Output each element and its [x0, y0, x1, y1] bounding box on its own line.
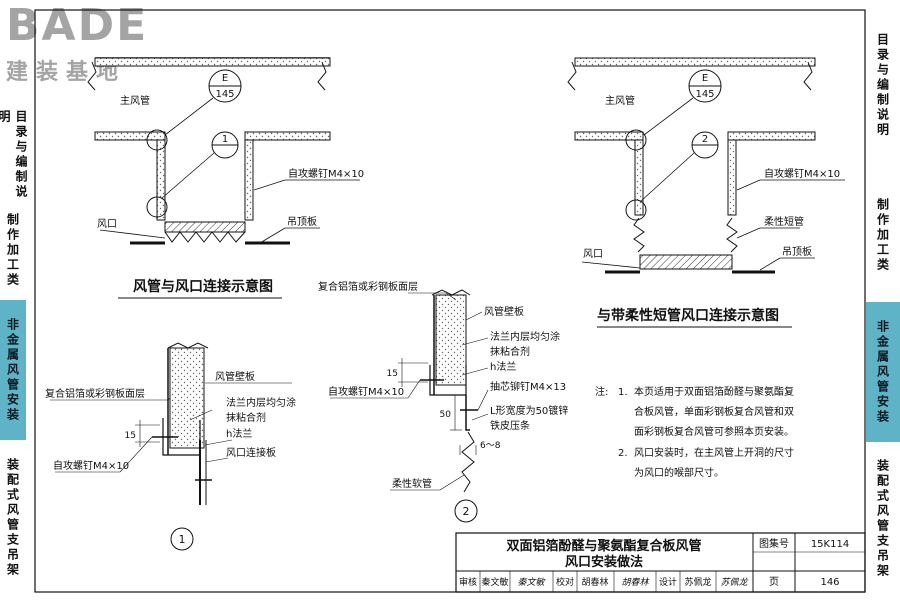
detail-1-screw: 自攻螺钉M4×10	[53, 459, 129, 472]
left-diagram-title: 风管与风口连接示意图	[133, 278, 273, 295]
note-1-line-1: 本页适用于双面铝箔酚醛与聚氨酯复	[634, 385, 794, 398]
title-line-1: 双面铝箔酚醛与聚氨酯复合板风管	[506, 538, 701, 554]
detail-2-dim-15: 15	[387, 369, 398, 379]
detail-1-number: 1	[179, 533, 186, 546]
right-flex-short-label: 柔性短管	[764, 215, 804, 228]
detail-2-rivet: 抽芯铆钉M4×13	[490, 380, 566, 393]
diagram-left	[87, 57, 360, 245]
detail-2-drawing	[330, 289, 489, 523]
right-detail-ref-top: E	[702, 73, 708, 84]
detail-1-dim-15: 15	[125, 431, 136, 441]
note-2-line-2: 为风口的喉部尺寸。	[634, 466, 724, 479]
review-label: 审核	[459, 576, 477, 588]
detail-1-composite: 复合铝箔或彩钢板面层	[45, 387, 145, 400]
notes-label: 注:	[595, 385, 608, 398]
left-main-duct-label: 主风管	[120, 94, 150, 107]
right-tab-assembly[interactable]: 装配式风管支吊架	[866, 445, 900, 593]
left-tab-nonmetal[interactable]: 非金属风管安装	[0, 300, 26, 440]
atlas-label: 图集号	[759, 537, 789, 550]
review-signature: 秦文敏	[517, 577, 546, 588]
design-name: 苏佩龙	[684, 576, 711, 588]
detail-1-adhesive-1: 法兰内层均匀涂	[226, 396, 296, 409]
note-2-line-1: 风口安装时，在主风管上开洞的尺寸	[634, 446, 794, 459]
detail-1-drawing	[50, 342, 292, 551]
right-tab-catalog[interactable]: 目录与编制说明	[866, 10, 900, 160]
left-tab-assembly[interactable]: 装配式风管支吊架	[0, 445, 26, 590]
left-detail-ref-top: E	[222, 73, 228, 84]
detail-2-dim-6-8: 6～8	[480, 441, 501, 451]
check-signature: 胡春林	[621, 577, 649, 588]
check-name: 胡春林	[581, 576, 608, 588]
title-block	[455, 532, 866, 593]
diagram-right	[567, 57, 845, 274]
note-1-number: 1.	[618, 387, 628, 398]
detail-2-adhesive-2: 抹粘合剂	[490, 345, 530, 358]
left-detail-1-ref: 1	[222, 134, 228, 145]
detail-2-composite: 复合铝箔或彩钢板面层	[318, 280, 418, 293]
detail-2-duct-wall: 风管壁板	[484, 305, 524, 318]
design-signature: 苏佩龙	[720, 577, 748, 588]
right-ceiling-label: 吊顶板	[782, 245, 812, 258]
title-line-2: 风口安装做法	[565, 554, 643, 570]
right-diagram-title: 与带柔性短管风口连接示意图	[597, 307, 779, 324]
left-outlet-label: 风口	[97, 218, 117, 230]
check-label: 校对	[556, 576, 574, 588]
right-outlet-label: 风口	[583, 248, 603, 260]
right-main-duct-label: 主风管	[605, 94, 635, 107]
left-tab-catalog[interactable]: 目录与编制说明	[0, 110, 28, 200]
detail-1-outlet-plate: 风口连接板	[226, 446, 276, 459]
right-tab-nonmetal[interactable]: 非金属风管安装	[866, 302, 900, 442]
right-detail-ref-bottom: 145	[695, 89, 714, 100]
right-detail-2-ref: 2	[702, 134, 708, 145]
left-ceiling-label: 吊顶板	[287, 215, 317, 228]
detail-2-number: 2	[463, 505, 470, 518]
detail-2-screw: 自攻螺钉M4×10	[328, 385, 404, 398]
detail-2-adhesive-1: 法兰内层均匀涂	[490, 330, 560, 343]
left-screw-label: 自攻螺钉M4×10	[288, 167, 364, 180]
design-label: 设计	[659, 576, 677, 588]
page-number: 146	[820, 577, 839, 588]
sheet-border	[34, 9, 866, 593]
detail-1-duct-wall: 风管壁板	[215, 370, 255, 383]
detail-2-h-flange: h法兰	[490, 360, 516, 373]
detail-1-adhesive-2: 抹粘合剂	[226, 411, 266, 424]
note-1-line-2: 合板风管，单面彩钢板复合风管和双	[634, 405, 794, 418]
left-tab-fabrication[interactable]: 制作加工类	[0, 205, 26, 295]
detail-2-flex: 柔性软管	[392, 477, 432, 490]
right-tab-fabrication[interactable]: 制作加工类	[866, 170, 900, 300]
note-2-number: 2.	[618, 448, 628, 459]
detail-1-h-flange: h法兰	[226, 427, 252, 440]
detail-2-l-strip-1: L形宽度为50镀锌	[490, 404, 568, 417]
detail-2-dim-50: 50	[440, 410, 452, 420]
left-detail-ref-bottom: 145	[215, 89, 234, 100]
right-screw-label: 自攻螺钉M4×10	[764, 167, 840, 180]
logo-brand: BADE	[6, 0, 149, 51]
atlas-number: 15K114	[811, 539, 849, 550]
review-name: 秦文敏	[481, 576, 508, 588]
page-label: 页	[769, 576, 779, 588]
note-1-line-3: 面彩钢板复合风管可参照本页安装。	[634, 425, 794, 438]
detail-2-l-strip-2: 铁皮压条	[490, 419, 530, 432]
